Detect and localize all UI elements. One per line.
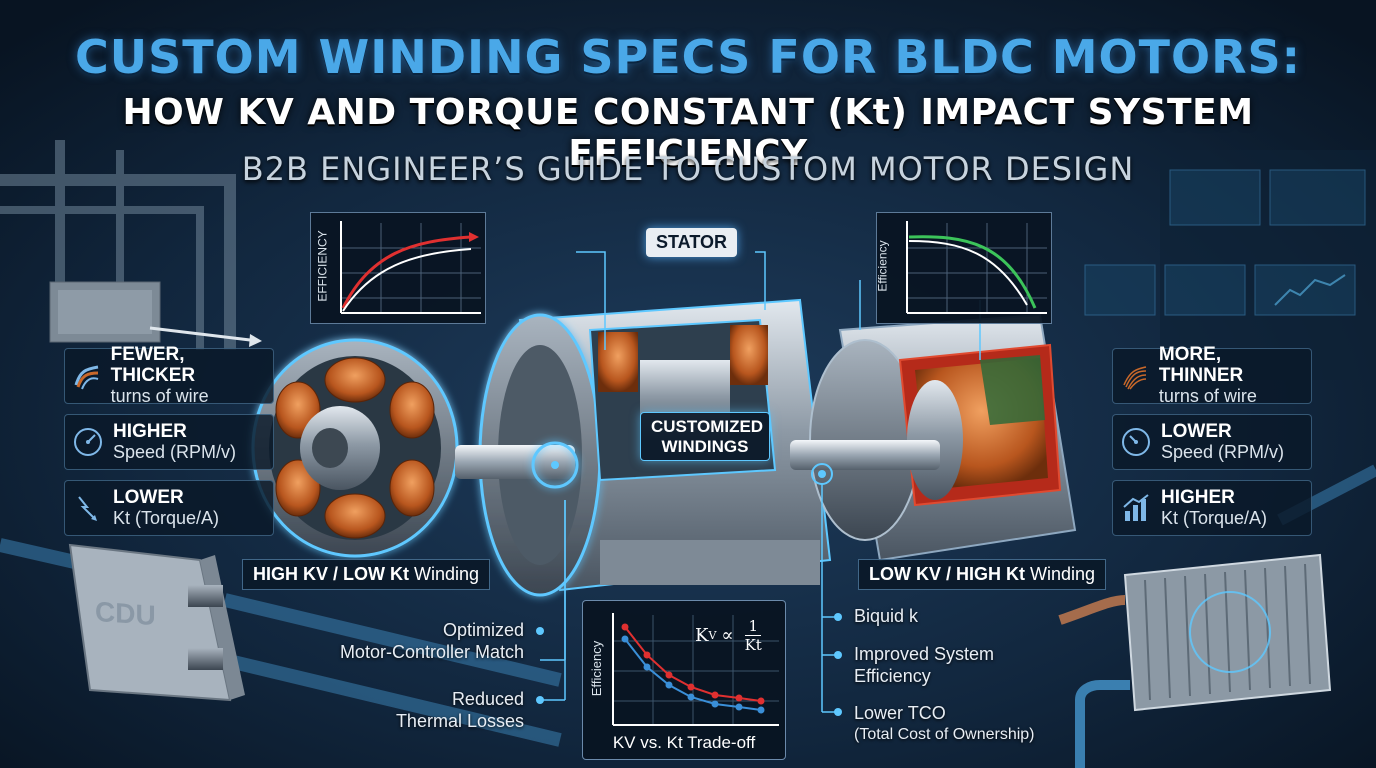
right-feature-speed-sub: Speed (RPM/v): [1161, 441, 1285, 462]
customized-windings-label: CUSTOMIZED WINDINGS: [640, 412, 770, 462]
left-feature-kt-head: LOWER: [113, 486, 184, 508]
left-feature-kt-sub: Kt (Torque/A): [113, 507, 220, 528]
benefit-tco-line-2: (Total Cost of Ownership): [854, 725, 1035, 743]
thick-wire-icon: [71, 359, 103, 393]
right-feature-kt: HIGHER Kt (Torque/A): [1112, 480, 1312, 536]
cdu-unit: [68, 543, 245, 702]
electrical-box: [49, 281, 161, 343]
left-feature-speed-head: HIGHER: [113, 420, 187, 442]
subtitle: B2B ENGINEER’S GUIDE TO CUSTOM MOTOR DES…: [241, 150, 1135, 188]
benefit-efficiency-line-1: Improved System: [854, 644, 995, 664]
right-feature-speed-head: LOWER: [1161, 420, 1232, 442]
left-winding-bold: HIGH KV / LOW Kt: [253, 564, 409, 584]
thin-wire-icon: [1119, 359, 1151, 393]
left-feature-speed-sub: Speed (RPM/v): [113, 441, 237, 462]
right-feature-wire-sub: turns of wire: [1158, 386, 1257, 406]
motor-right: [790, 313, 1077, 562]
stator-ring: [251, 338, 459, 558]
formula-fraction: 1 Kt: [745, 617, 762, 654]
right-chart-ylabel: Efficiency: [875, 240, 890, 292]
benefit-thermal-line-2: Thermal Losses: [395, 710, 524, 731]
bar-chart-up-icon: [1119, 491, 1153, 525]
left-winding-rest: Winding: [409, 564, 480, 584]
benefit-optimized: Optimized Motor-Controller Match: [300, 620, 524, 663]
server-racks: [1084, 150, 1376, 380]
arrow-to-stator: [149, 326, 251, 342]
title-line-2: HOW KV AND TORQUE CONSTANT (Kt) IMPACT S…: [122, 92, 1254, 174]
heat-exchanger: [1058, 553, 1332, 768]
tradeoff-ylabel: Efficiency: [589, 640, 605, 697]
left-feature-speed: HIGHER Speed (RPM/v): [64, 414, 274, 470]
left-feature-wire: FEWER, THICKER turns of wire: [64, 344, 274, 406]
benefit-thermal: Reduced Thermal Losses: [330, 689, 524, 732]
right-winding-label: LOW KV / HIGH Kt Winding: [858, 559, 1107, 590]
right-feature-kt-head: HIGHER: [1161, 486, 1235, 508]
right-feature-speed: LOWER Speed (RPM/v): [1112, 414, 1312, 470]
stator-label: STATOR: [646, 228, 737, 257]
formula-denominator: Kt: [744, 636, 762, 654]
right-winding-bold: LOW KV / HIGH Kt: [869, 564, 1025, 584]
benefit-thermal-line-1: Reduced: [451, 689, 524, 709]
customized-windings-line-1: CUSTOMIZED: [651, 417, 764, 436]
formula-lhs: K: [695, 625, 709, 646]
cdu-label: CDU: [95, 595, 156, 632]
right-winding-rest: Winding: [1025, 564, 1096, 584]
benefit-efficiency: Improved System Efficiency: [854, 644, 1054, 687]
formula-numerator: 1: [745, 617, 761, 636]
benefit-optimized-line-2: Motor-Controller Match: [339, 641, 524, 662]
tradeoff-caption: KV vs. Kt Trade-off: [612, 733, 756, 752]
formula-sub: V: [708, 629, 717, 642]
connector-dots: [536, 461, 842, 716]
left-chart-ylabel: EFFICIENCY: [315, 230, 330, 302]
right-feature-wire: MORE, THINNER turns of wire: [1112, 344, 1312, 406]
left-efficiency-chart: EFFICIENCY: [310, 212, 486, 324]
right-feature-kt-sub: Kt (Torque/A): [1161, 507, 1268, 528]
left-winding-label: HIGH KV / LOW Kt Winding: [242, 559, 491, 590]
formula-op: ∝: [721, 625, 734, 646]
customized-windings-line-2: WINDINGS: [661, 436, 749, 456]
left-feature-wire-head: FEWER, THICKER: [110, 344, 196, 387]
speedometer-icon: [71, 425, 105, 459]
down-arrow-icon: [71, 491, 105, 525]
benefit-tco-line-1: Lower TCO: [854, 703, 946, 723]
benefit-biquid: Biquid k: [854, 606, 1054, 628]
right-feature-wire-head: MORE, THINNER: [1158, 344, 1244, 387]
arrow-head: [249, 334, 262, 347]
left-feature-wire-sub: turns of wire: [110, 386, 209, 406]
speedometer-icon: [1119, 425, 1153, 459]
benefit-biquid-line-1: Biquid k: [854, 606, 919, 626]
benefit-efficiency-line-2: Efficiency: [854, 665, 931, 686]
benefit-tco: Lower TCO (Total Cost of Ownership): [854, 703, 1074, 744]
left-feature-kt: LOWER Kt (Torque/A): [64, 480, 274, 536]
benefit-optimized-line-1: Optimized: [442, 620, 524, 640]
right-efficiency-chart: Efficiency: [876, 212, 1052, 324]
title-line-1: CUSTOM WINDING SPECS FOR BLDC MOTORS:: [74, 30, 1302, 84]
